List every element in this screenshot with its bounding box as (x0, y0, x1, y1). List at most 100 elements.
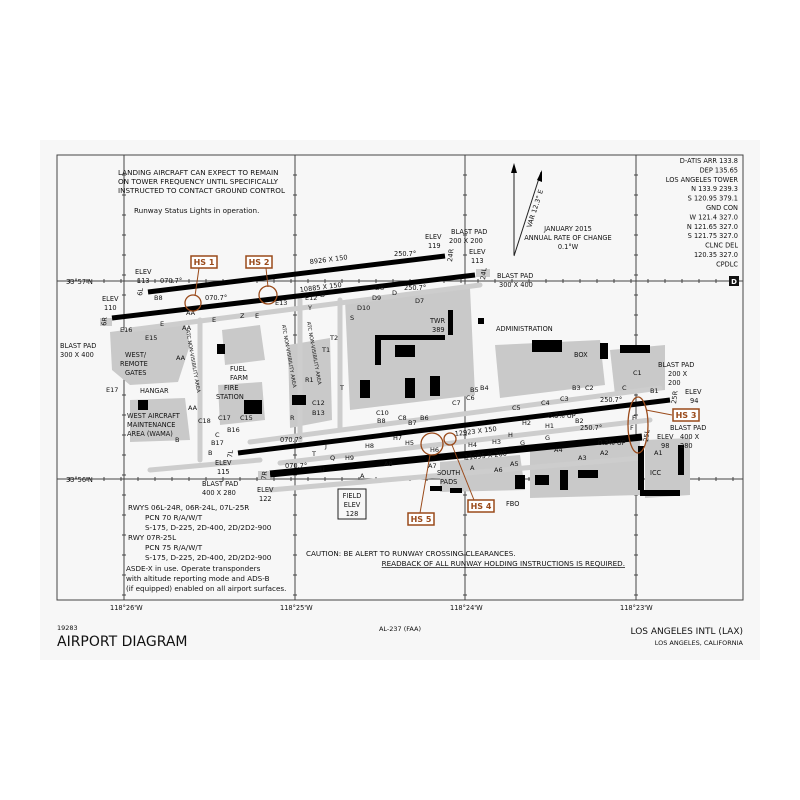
field-elev-value: 128 (346, 510, 359, 518)
heading-25l: 250.7° (580, 424, 602, 432)
taxiway-label: C3 (560, 395, 569, 403)
taxiway-label: C12 (312, 399, 325, 407)
taxiway-label: H (508, 431, 513, 439)
east-terminal-apron (495, 340, 605, 398)
hot-spot-5[interactable]: HS 5 (407, 432, 444, 526)
taxiway-label: R1 (305, 376, 314, 384)
blast-pad-24r-label: BLAST PAD (451, 228, 487, 236)
taxiway-label: B8 (154, 294, 163, 302)
hot-spot-2[interactable]: HS 2 (245, 255, 278, 305)
lat-label-33-57n: 33°57'N (66, 278, 93, 286)
frequency-line: W 121.4 327.0 (690, 213, 738, 221)
elev-25l-label: ELEV (657, 433, 674, 441)
caution-line-2: READBACK OF ALL RUNWAY HOLDING INSTRUCTI… (382, 559, 625, 568)
elev-24r-label: ELEV (425, 233, 442, 241)
taxiway-label: T (311, 450, 316, 458)
taxiway-label: J (324, 442, 327, 450)
blast-pad-24l (476, 269, 490, 277)
taxiway-label: C7 (452, 399, 461, 407)
taxiway-a (267, 455, 643, 493)
pcn-line-1: RWYS 06L-24R, 06R-24L, 07L-25R (128, 503, 249, 512)
taxiway-label: A2 (600, 449, 609, 457)
fuel-farm-label-1: FUEL (230, 365, 247, 373)
chart-code: AL-237 (FAA) (379, 625, 421, 633)
taxiways (127, 282, 663, 493)
hot-spot-1[interactable]: HS 1 (184, 255, 218, 312)
runway-end-25r: 25R (670, 390, 680, 404)
taxiway-label: C (215, 431, 220, 439)
blast-pad-25l-size: 400 X (680, 433, 700, 441)
elev-24l-value: 113 (471, 257, 484, 265)
heading-24r: 250.7° (394, 250, 416, 258)
taxiway-label: B2 (575, 417, 584, 425)
blast-pad-6r-size: 300 X 400 (60, 351, 94, 359)
fbo-label: FBO (506, 500, 519, 508)
wama-label-1: WEST AIRCRAFT (127, 412, 181, 420)
taxiway-label: D7 (415, 297, 424, 305)
elev-25r-value: 94 (690, 397, 698, 405)
terminal-building (532, 340, 562, 352)
frequency-line: GND CON (706, 204, 738, 212)
taxiway-label: B7 (408, 419, 417, 427)
terminal-building (360, 380, 370, 398)
tower-height: 389 (432, 326, 445, 334)
elev-7l-label: ELEV (215, 459, 232, 467)
terminal-building (430, 376, 440, 396)
blast-pad-25r-size: 200 X (668, 370, 688, 378)
field-elev-box (337, 488, 367, 520)
taxiway-label: T1 (321, 346, 330, 354)
frequency-line: N 133.9 239.3 (691, 185, 738, 193)
runway-end-6l: 6L (136, 287, 145, 296)
taxiway-label: B (208, 449, 212, 457)
blast-pad-25l-label: BLAST PAD (670, 424, 706, 432)
runway-dims-6l-24r: 8926 X 150 (309, 253, 348, 266)
frequency-line: N 121.65 327.0 (687, 223, 738, 231)
runway-7l-25r (237, 397, 671, 456)
taxiway-label: A5 (510, 460, 519, 468)
airport-location: LOS ANGELES, CALIFORNIA (655, 639, 744, 647)
taxiway-label: H8 (365, 442, 374, 450)
taxiway-label: B (175, 436, 179, 444)
taxiway-b-west (147, 457, 263, 473)
taxiway-label: A1 (654, 449, 663, 457)
taxiway-label: E (160, 320, 164, 328)
buildings (138, 310, 684, 496)
frequency-line: LOS ANGELES TOWER (666, 176, 739, 184)
taxiway-label: Q (330, 454, 335, 462)
hot-spot-3[interactable]: HS 3 (627, 396, 700, 454)
slope-7l-25r: 0.3% UP (548, 412, 576, 420)
taxiway-label: A (470, 464, 475, 472)
runway-end-7r: 7R (260, 470, 269, 480)
elev-6r-value: 110 (104, 304, 117, 312)
frequency-line: DEP 135.65 (700, 166, 738, 174)
building (217, 344, 225, 354)
elev-6l-value: 113 (137, 277, 150, 285)
hot-spot-4[interactable]: HS 4 (443, 432, 495, 513)
building (430, 486, 442, 491)
hot-spot-1-label: HS 1 (194, 258, 215, 267)
south-pads-label-1: SOUTH (437, 469, 460, 477)
magnetic-date: JANUARY 2015 (543, 225, 592, 233)
taxiway-label: F (632, 414, 636, 422)
runway-end-6r: 6R (100, 316, 109, 326)
taxiway-label: B3 (572, 384, 581, 392)
taxiway-label: F (630, 424, 634, 432)
taxiway-c (247, 385, 663, 445)
taxiway-label: AA (176, 354, 186, 362)
box-label: BOX (574, 351, 588, 359)
pcn-line-6: S-175, D-225, 2D-400, 2D/2D2-900 (145, 553, 272, 562)
blast-pad-25r-label: BLAST PAD (658, 361, 694, 369)
taxiway-label: H3 (492, 438, 501, 446)
taxiway-label: D (392, 289, 397, 297)
taxiway-label: A3 (578, 454, 587, 462)
taxiway-e (127, 282, 483, 333)
pcn-line-5: PCN 75 R/A/W/T (145, 543, 203, 552)
taxiway-label: C18 (198, 417, 211, 425)
taxiway-label: E (212, 316, 216, 324)
building (640, 490, 680, 496)
taxiway-label: B5 (470, 386, 479, 394)
wama-label-2: MAINTENANCE (127, 421, 175, 429)
ds-badge (729, 276, 739, 286)
elev-24l-label: ELEV (469, 248, 486, 256)
asdex-line-1: ASDE-X in use. Operate transponders (126, 564, 261, 573)
